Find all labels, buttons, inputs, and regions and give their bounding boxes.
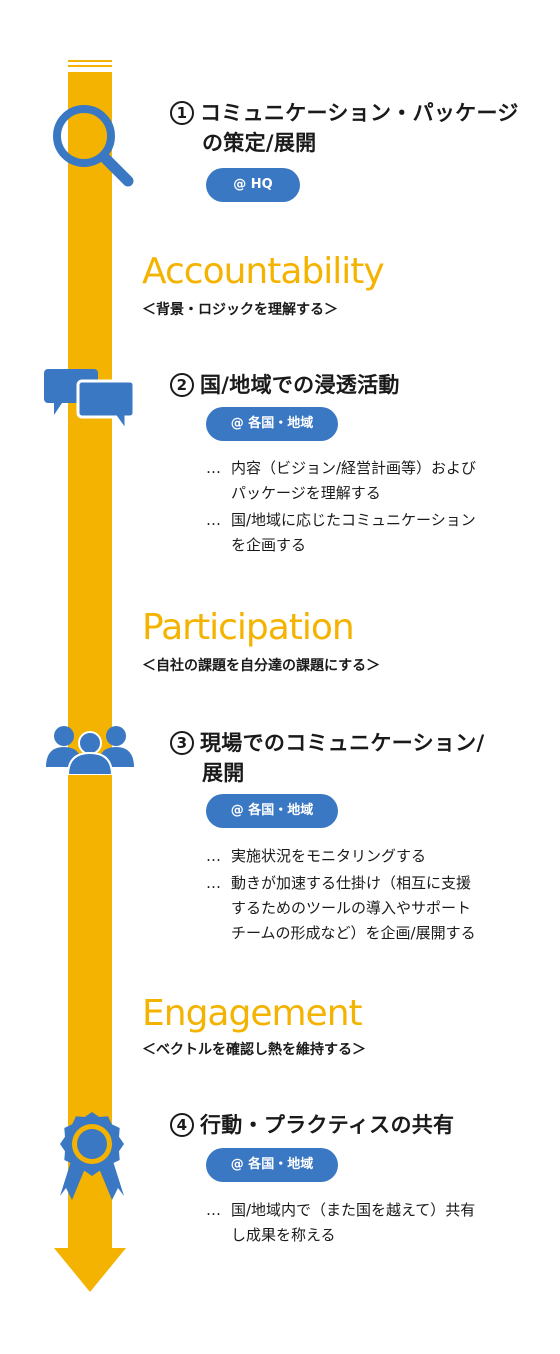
- activity-text-line: するためのツールの導入やサポート: [231, 899, 472, 917]
- ellipsis-marker: …: [206, 847, 221, 865]
- phase-subtitle: ＜背景・ロジックを理解する＞: [142, 302, 338, 318]
- step-number: 2: [170, 373, 194, 397]
- activity-text-line: パッケージを理解する: [231, 484, 381, 502]
- step-title-line: 行動・プラクティスの共有: [200, 1113, 455, 1137]
- phase-subtitle: ＜ベクトルを確認し熱を維持する＞: [142, 1042, 366, 1058]
- phase-title: Participation: [142, 607, 355, 648]
- step-number: 4: [170, 1113, 194, 1137]
- activity-item: … 国/地域に応じたコミュニケーションを企画する: [206, 508, 476, 558]
- award-ribbon-icon: [60, 1112, 124, 1200]
- location-badge: @ HQ: [206, 168, 300, 202]
- ellipsis-marker: …: [206, 511, 221, 529]
- activity-item: … 実施状況をモニタリングする: [206, 844, 476, 869]
- step-title-line: 展開: [202, 761, 245, 785]
- activity-text-line: を企画する: [231, 536, 307, 554]
- phase-title: Engagement: [142, 993, 363, 1034]
- location-badge: @ 各国・地域: [206, 1148, 338, 1182]
- step-title-line: 現場でのコミュニケーション/: [200, 731, 485, 755]
- timeline-cap-line: [68, 60, 112, 62]
- activity-text-line: し成果を称える: [231, 1226, 336, 1244]
- people-group-icon: [46, 726, 134, 775]
- location-badge: @ 各国・地域: [206, 794, 338, 828]
- timeline-arrowhead-icon: [54, 1248, 126, 1292]
- step-title-line: コミュニケーション・パッケージ: [200, 101, 519, 125]
- phase-title: Accountability: [142, 251, 385, 292]
- step-title-line: 国/地域での浸透活動: [200, 373, 400, 397]
- timeline-cap-line: [68, 65, 112, 67]
- location-badge: @ 各国・地域: [206, 407, 338, 441]
- step-number: 1: [170, 101, 194, 125]
- timeline-shaft: [68, 72, 112, 1250]
- ellipsis-marker: …: [206, 459, 221, 477]
- activity-text-line: 内容（ビジョン/経営計画等）および: [231, 459, 477, 477]
- activity-text-line: 国/地域に応じたコミュニケーション: [231, 511, 476, 529]
- activity-text-line: チームの形成など）を企画/展開する: [231, 924, 476, 942]
- activity-text-line: 動きが加速する仕掛け（相互に支援: [231, 874, 472, 892]
- step-activity-list: … 内容（ビジョン/経営計画等）およびパッケージを理解する … 国/地域に応じたコミュ…: [206, 456, 476, 560]
- activity-item: … 動きが加速する仕掛け（相互に支援するためのツールの導入やサポートチームの形成な…: [206, 871, 476, 946]
- activity-item: … 国/地域内で（また国を越えて）共有し成果を称える: [206, 1198, 475, 1248]
- phase-subtitle: ＜自社の課題を自分達の課題にする＞: [142, 658, 381, 674]
- activity-text-line: 実施状況をモニタリングする: [231, 847, 427, 865]
- magnifier-icon: [53, 105, 134, 187]
- step-title-line: の策定/展開: [202, 131, 317, 155]
- step-number: 3: [170, 731, 194, 755]
- ellipsis-marker: …: [206, 874, 221, 892]
- speech-bubbles-icon: [44, 369, 136, 433]
- activity-text-line: 国/地域内で（また国を越えて）共有: [231, 1201, 476, 1219]
- activity-item: … 内容（ビジョン/経営計画等）およびパッケージを理解する: [206, 456, 476, 506]
- step-activity-list: … 実施状況をモニタリングする … 動きが加速する仕掛け（相互に支援するためのツールの…: [206, 844, 476, 948]
- ellipsis-marker: …: [206, 1201, 221, 1219]
- step-activity-list: … 国/地域内で（また国を越えて）共有し成果を称える: [206, 1198, 475, 1250]
